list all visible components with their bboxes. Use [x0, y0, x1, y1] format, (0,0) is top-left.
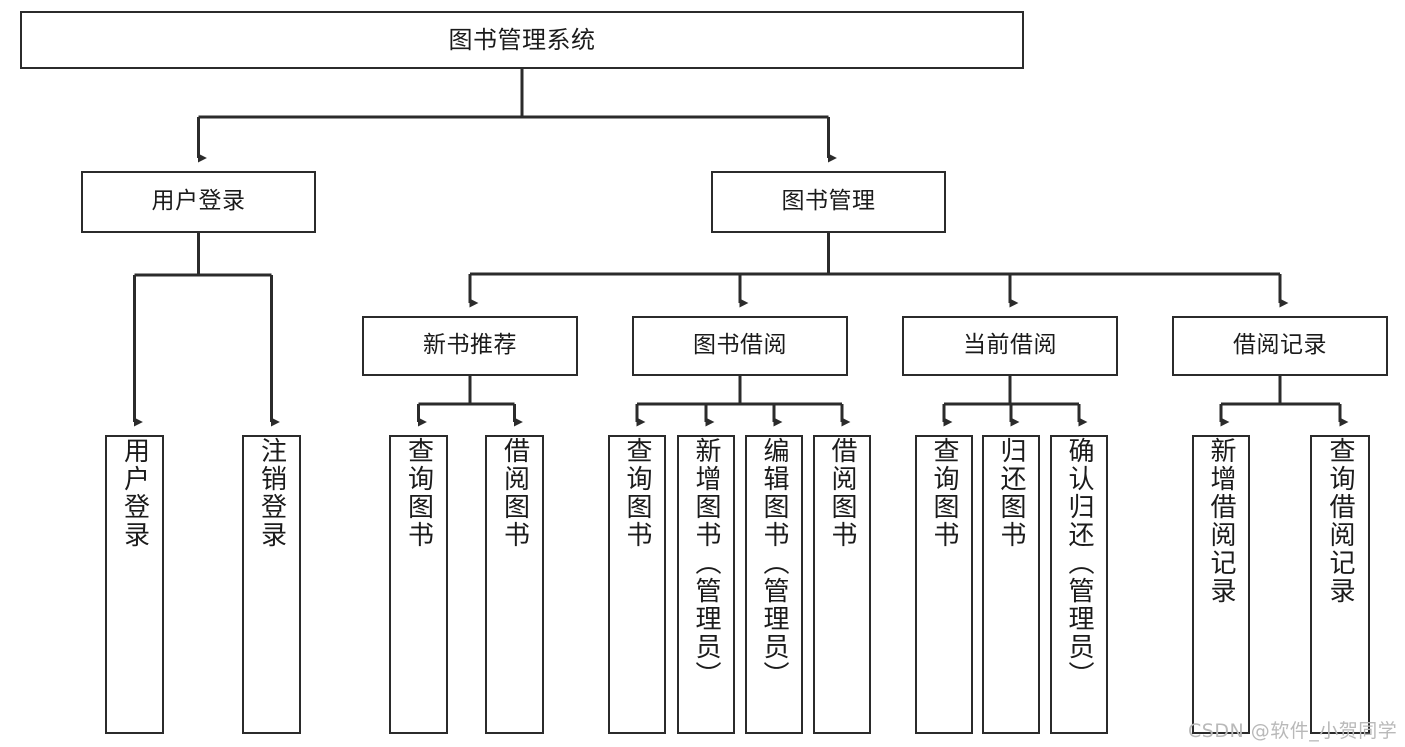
leaf-logout-login[interactable]: 注销登录 [242, 435, 301, 734]
leaf-query-book-recommend-label: 查询图书 [403, 437, 434, 549]
node-new-book-recommend[interactable]: 新书推荐 [362, 316, 578, 376]
leaf-query-book-current[interactable]: 查询图书 [915, 435, 973, 734]
node-root[interactable]: 图书管理系统 [20, 11, 1024, 69]
node-book-manage[interactable]: 图书管理 [711, 171, 946, 233]
leaf-query-book-borrow-label: 查询图书 [622, 437, 652, 549]
leaf-query-borrow-record-label: 查询借阅记录 [1325, 437, 1355, 605]
node-book-borrow-label: 图书借阅 [693, 332, 787, 359]
node-borrow-record-label: 借阅记录 [1233, 332, 1327, 359]
leaf-add-borrow-record-label: 新增借阅记录 [1206, 437, 1236, 605]
node-current-borrow-label: 当前借阅 [963, 332, 1057, 359]
leaf-borrow-book-recommend-label: 借阅图书 [499, 437, 530, 549]
leaf-query-book-recommend[interactable]: 查询图书 [389, 435, 448, 734]
leaf-add-borrow-record[interactable]: 新增借阅记录 [1192, 435, 1250, 734]
node-book-manage-label: 图书管理 [781, 188, 876, 215]
leaf-edit-book-admin-label: 编辑图书（管理员） [759, 437, 789, 689]
node-book-borrow[interactable]: 图书借阅 [632, 316, 848, 376]
leaf-user-login[interactable]: 用户登录 [105, 435, 164, 734]
node-root-label: 图书管理系统 [448, 25, 596, 54]
leaf-confirm-return-admin[interactable]: 确认归还（管理员） [1050, 435, 1108, 734]
leaf-borrow-book[interactable]: 借阅图书 [813, 435, 871, 734]
leaf-add-book-admin-label: 新增图书（管理员） [691, 437, 721, 689]
node-user-login[interactable]: 用户登录 [81, 171, 316, 233]
node-current-borrow[interactable]: 当前借阅 [902, 316, 1118, 376]
node-user-login-label: 用户登录 [151, 188, 246, 215]
leaf-query-borrow-record[interactable]: 查询借阅记录 [1310, 435, 1370, 734]
leaf-query-book-current-label: 查询图书 [929, 437, 959, 549]
leaf-user-login-label: 用户登录 [119, 437, 150, 549]
leaf-borrow-book-recommend[interactable]: 借阅图书 [485, 435, 544, 734]
node-new-book-recommend-label: 新书推荐 [423, 332, 517, 359]
node-borrow-record[interactable]: 借阅记录 [1172, 316, 1388, 376]
leaf-query-book-borrow[interactable]: 查询图书 [608, 435, 666, 734]
leaf-add-book-admin[interactable]: 新增图书（管理员） [677, 435, 735, 734]
leaf-edit-book-admin[interactable]: 编辑图书（管理员） [745, 435, 803, 734]
leaf-logout-login-label: 注销登录 [256, 437, 287, 549]
leaf-borrow-book-label: 借阅图书 [827, 437, 857, 549]
leaf-confirm-return-admin-label: 确认归还（管理员） [1064, 437, 1094, 689]
leaf-return-book[interactable]: 归还图书 [982, 435, 1040, 734]
csdn-watermark: CSDN @软件_小贺同学 [1188, 720, 1398, 742]
leaf-return-book-label: 归还图书 [996, 437, 1026, 549]
